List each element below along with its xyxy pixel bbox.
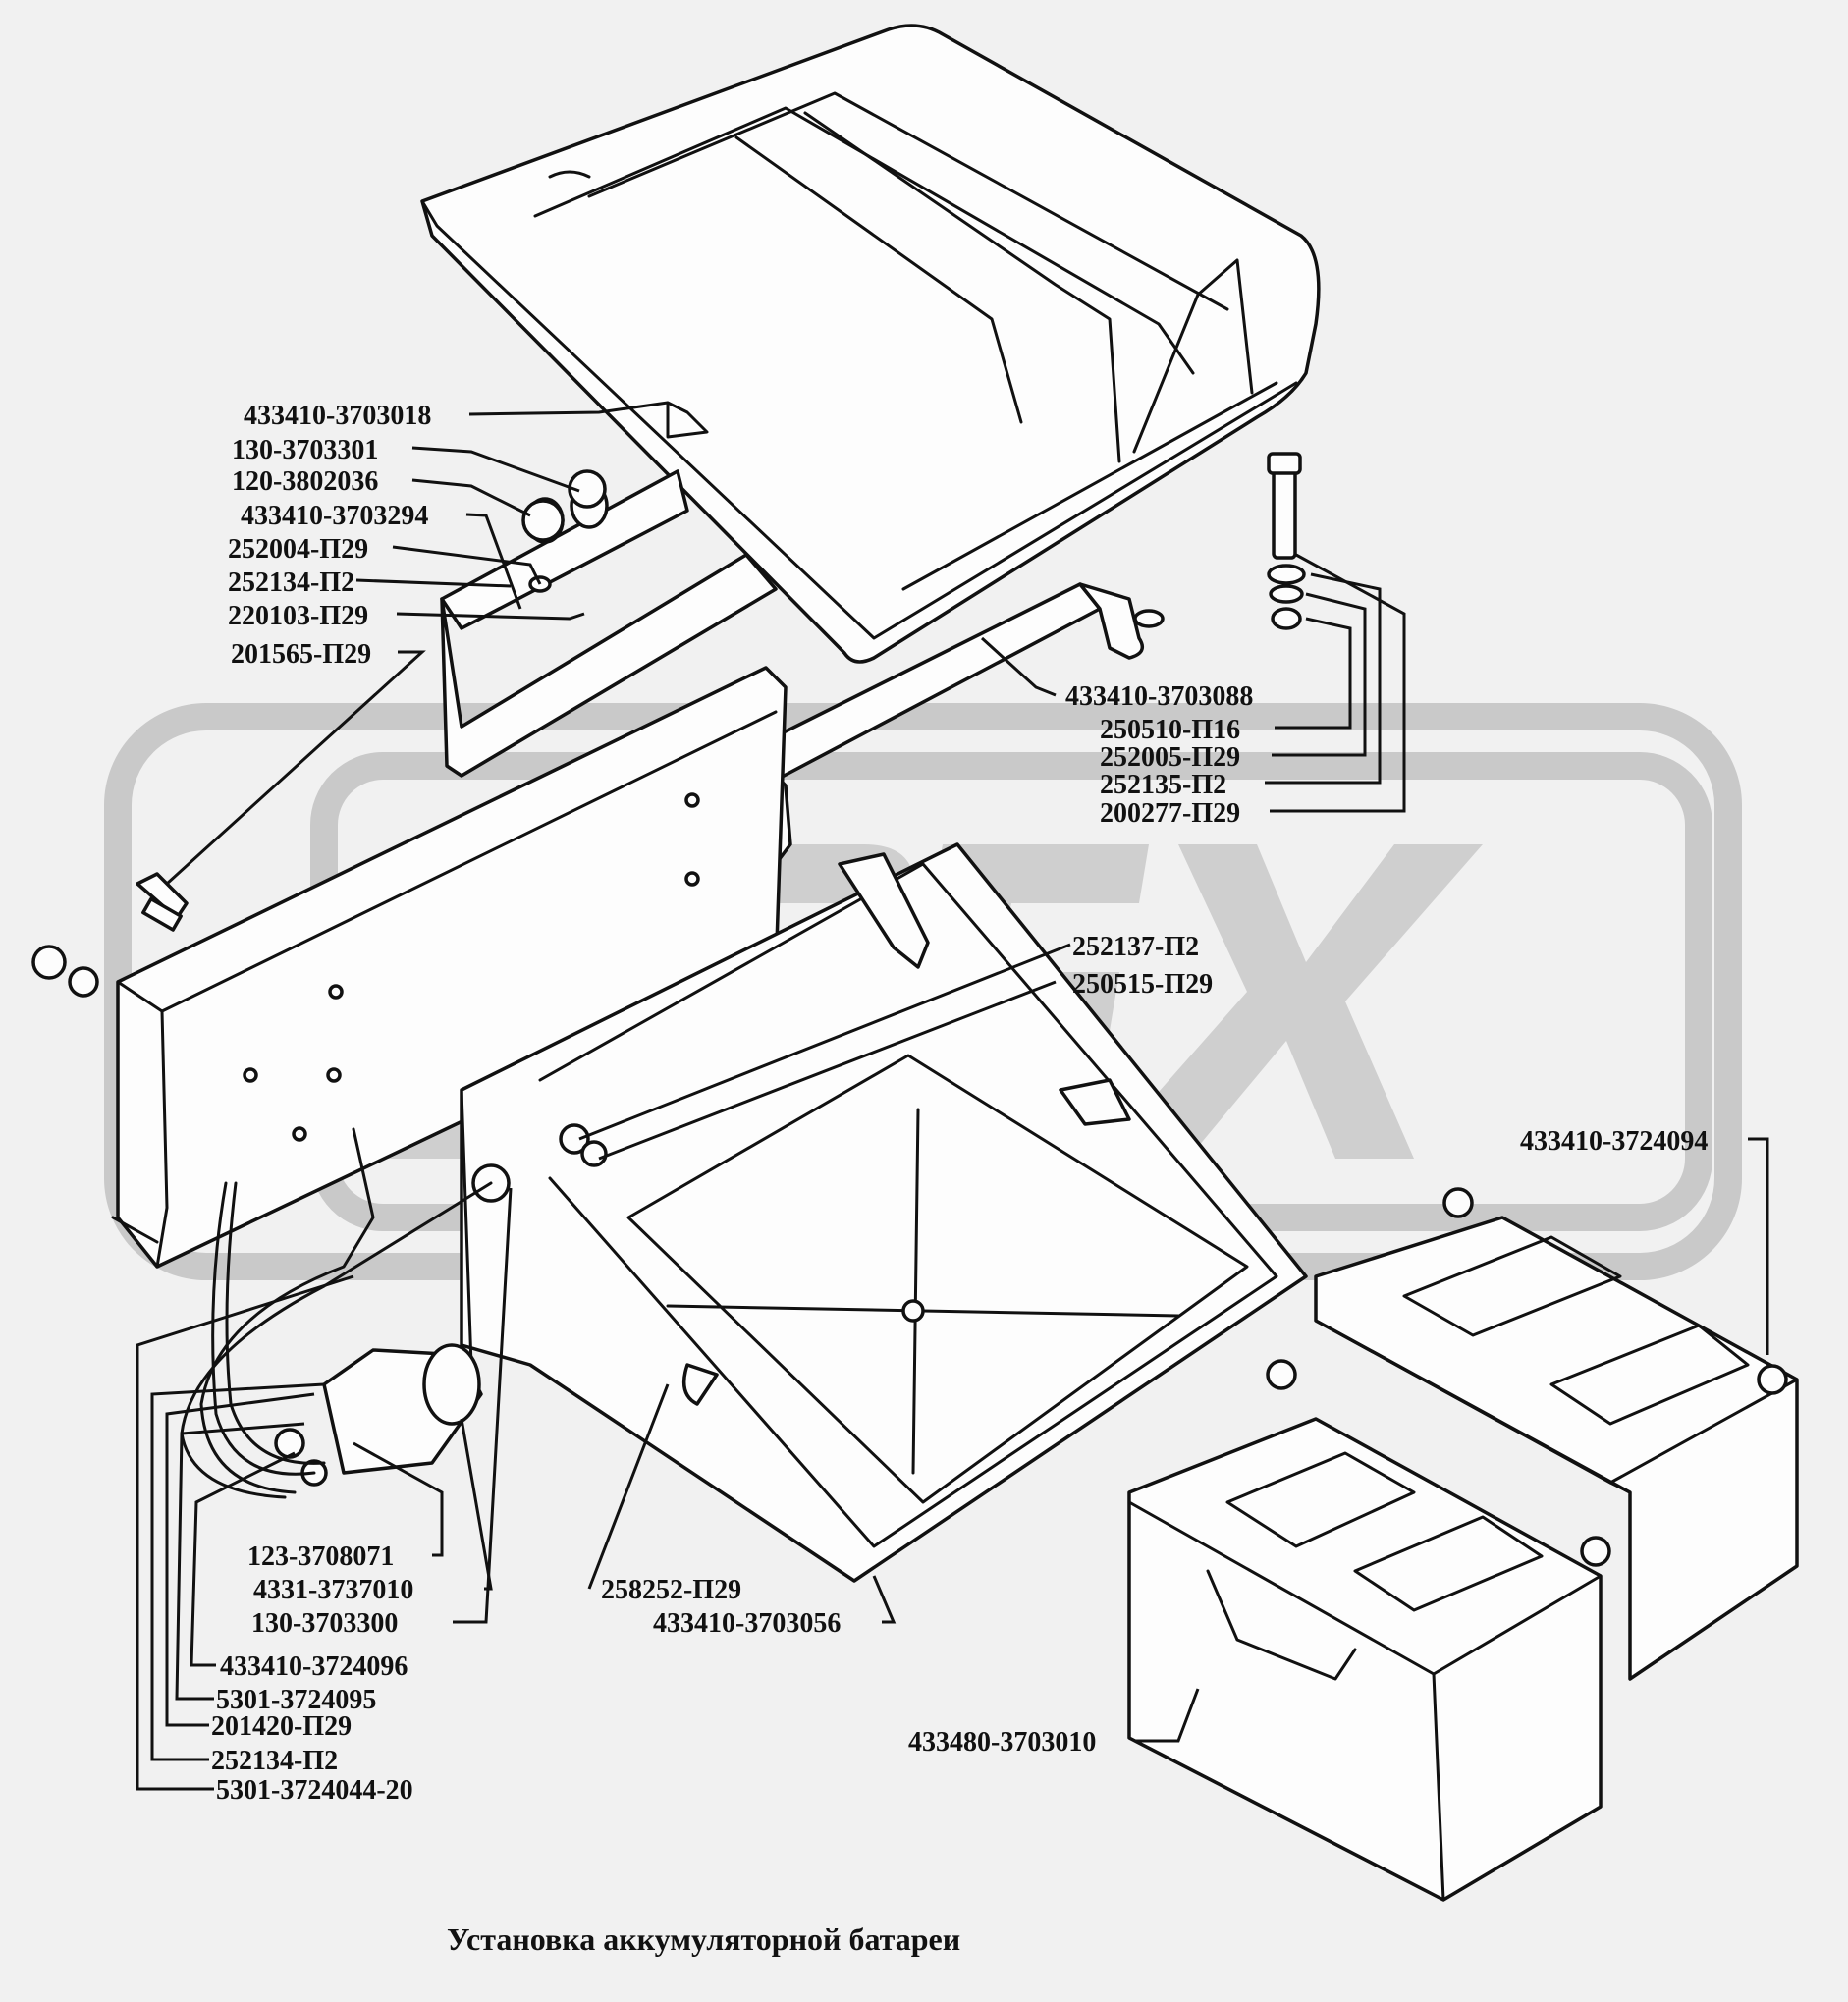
label-252134-p2-top: 252134-П2: [228, 568, 354, 598]
bolt-left: [31, 872, 189, 998]
leader-lines: [136, 401, 1769, 1791]
label-130-3703300: 130-3703300: [251, 1608, 398, 1639]
label-252134-p2-bottom: 252134-П2: [211, 1746, 338, 1776]
watermark-letter-x: [1100, 844, 1483, 1159]
diagram-caption: Установка аккумуляторной батареи: [447, 1921, 960, 1957]
label-250510-p16: 250510-П16: [1100, 715, 1240, 745]
label-201420-p29: 201420-П29: [211, 1711, 352, 1742]
label-433410-3703088: 433410-3703088: [1065, 681, 1253, 712]
label-123-3708071: 123-3708071: [247, 1542, 394, 1572]
label-252135-p2: 252135-П2: [1100, 770, 1226, 800]
label-433410-3724096: 433410-3724096: [220, 1651, 408, 1682]
battery-front: [1127, 1359, 1611, 1902]
bolt-assembly: [1267, 452, 1306, 630]
label-5301-3724044-20: 5301-3724044-20: [216, 1775, 413, 1806]
label-433410-3703056: 433410-3703056: [653, 1608, 841, 1639]
label-433410-3724094: 433410-3724094: [1520, 1126, 1708, 1157]
label-130-3703301: 130-3703301: [232, 435, 378, 465]
label-4331-3737010: 4331-3737010: [253, 1575, 413, 1605]
battery-cover: [420, 24, 1321, 664]
label-120-3802036: 120-3802036: [232, 466, 378, 497]
label-252004-p29: 252004-П29: [228, 534, 368, 565]
label-201565-p29: 201565-П29: [231, 639, 371, 670]
label-258252-p29: 258252-П29: [601, 1575, 741, 1605]
label-252137-p2: 252137-П2: [1072, 932, 1199, 962]
label-220103-p29: 220103-П29: [228, 601, 368, 631]
label-252005-p29: 252005-П29: [1100, 742, 1240, 773]
label-200277-p29: 200277-П29: [1100, 798, 1240, 829]
battery-switch: [274, 1343, 483, 1487]
label-250515-p29: 250515-П29: [1072, 969, 1213, 1000]
battery-rear: [1314, 1187, 1799, 1681]
label-433410-3703018: 433410-3703018: [244, 401, 431, 431]
side-bracket: [440, 469, 778, 778]
label-433410-3703294: 433410-3703294: [241, 501, 428, 531]
label-433480-3703010: 433480-3703010: [908, 1727, 1096, 1758]
label-5301-3724095: 5301-3724095: [216, 1685, 376, 1715]
part-labels: 433410-3703018 130-3703301 120-3802036 4…: [211, 401, 1708, 1806]
